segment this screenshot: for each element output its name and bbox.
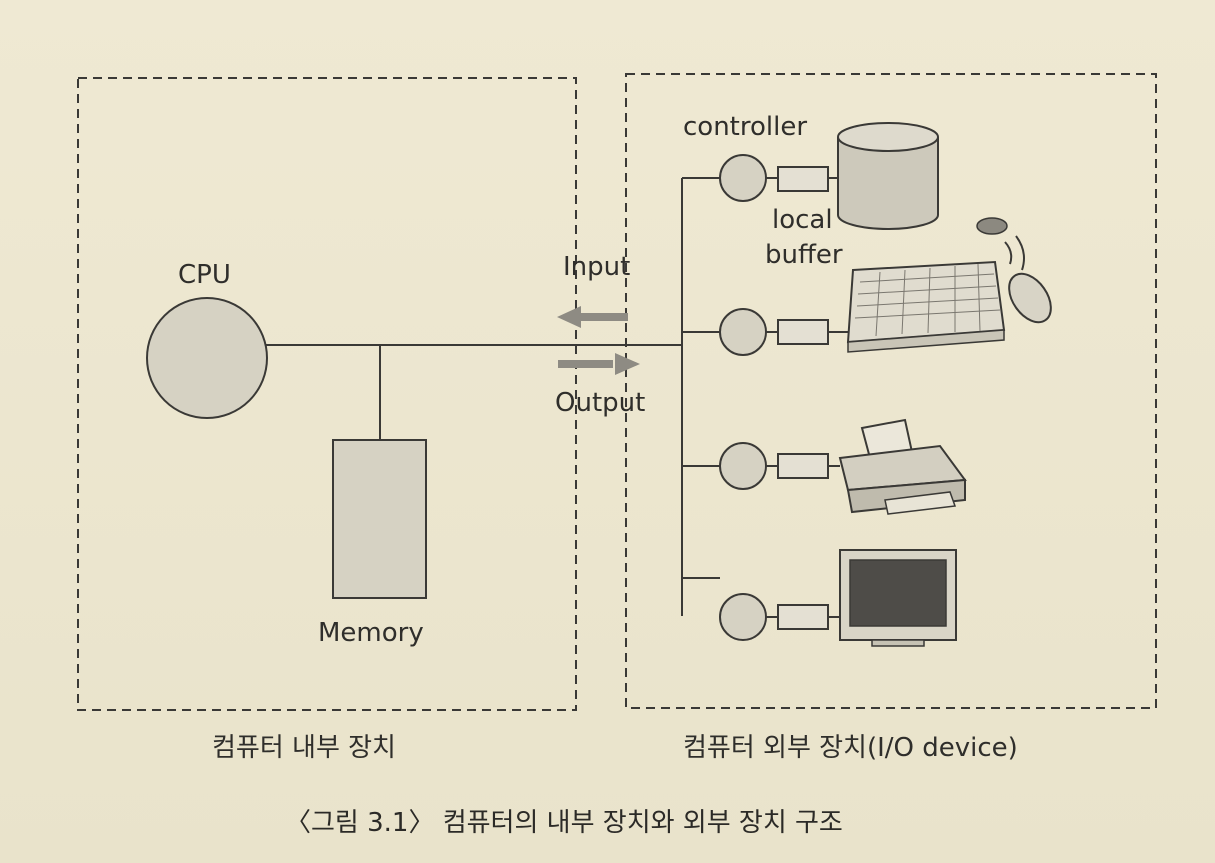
io-row-4 [681, 577, 842, 641]
cpu-label: CPU [178, 260, 231, 290]
output-arrow [558, 353, 640, 375]
local-buffer-label-1: local [772, 205, 833, 235]
internal-devices-label: 컴퓨터 내부 장치 [212, 733, 396, 763]
io-row-1 [682, 154, 840, 202]
input-label: Input [563, 252, 631, 282]
memory-label: Memory [318, 618, 424, 648]
monitor-icon [839, 549, 957, 647]
io-row-3 [682, 442, 840, 490]
printer-icon [838, 418, 967, 515]
controller-label: controller [683, 112, 808, 142]
cpu-circle [146, 297, 268, 419]
external-devices-label: 컴퓨터 외부 장치(I/O device) [683, 733, 1018, 763]
internal-devices-box [77, 77, 577, 711]
external-devices-box [625, 73, 1157, 709]
mouse-icon [976, 217, 1052, 324]
io-row-2 [682, 308, 848, 356]
figure-caption: 〈그림 3.1〉 컴퓨터의 내부 장치와 외부 장치 구조 [285, 808, 843, 838]
memory-box [332, 439, 427, 599]
disk-icon [837, 122, 939, 230]
keyboard-icon [846, 260, 1006, 353]
input-arrow [557, 306, 628, 328]
local-buffer-label-2: buffer [765, 240, 843, 270]
output-label: Output [555, 388, 646, 418]
